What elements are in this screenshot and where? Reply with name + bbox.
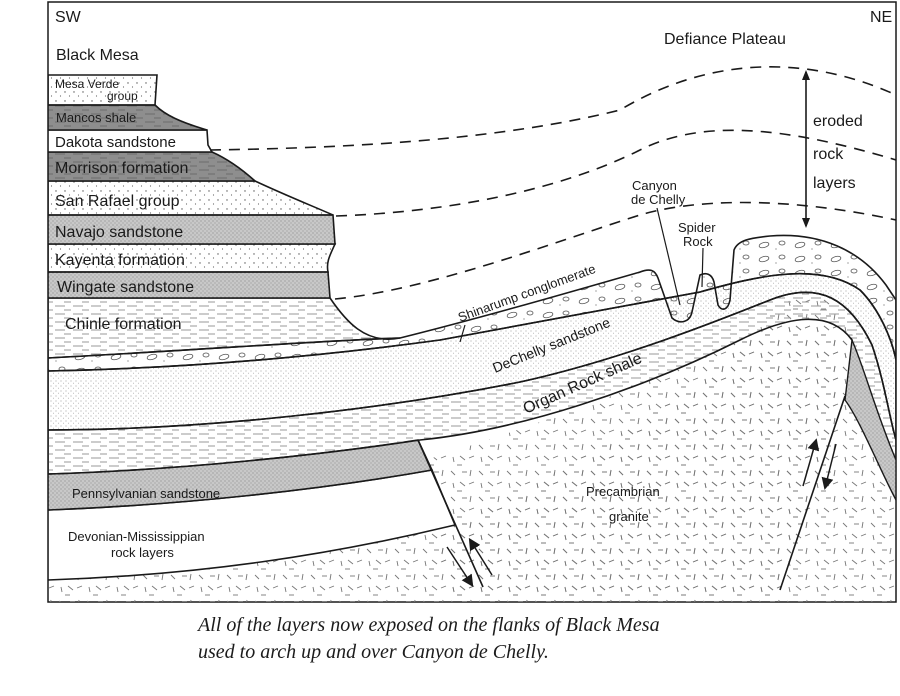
label-canyon-1: Canyon (632, 178, 677, 193)
eroded-contact-dakota (209, 66, 896, 151)
canyon-leader (656, 207, 681, 306)
label-black-mesa: Black Mesa (56, 47, 139, 64)
eroded-contact-navajo (335, 129, 896, 217)
label-san-rafael-group: San Rafael group (55, 193, 180, 210)
arrowhead-top (802, 70, 810, 80)
label-rock: rock (813, 146, 844, 163)
layer-chinle-formation (48, 297, 401, 359)
label-spider-1: Spider (678, 220, 716, 235)
eroded-contact-wingate (334, 201, 896, 300)
label-mesa-verde-2: group (107, 89, 138, 103)
fault-right-arrow-down (821, 443, 837, 490)
label-mancos-shale: Mancos shale (56, 110, 136, 125)
layer-precambrian-granite-main (420, 319, 852, 602)
direction-ne: NE (870, 9, 892, 26)
spider-rock-leader (701, 247, 704, 288)
label-morrison-formation: Morrison formation (55, 160, 188, 177)
fault-right (779, 395, 846, 591)
label-spider-2: Rock (683, 234, 713, 249)
label-canyon-2: de Chelly (631, 192, 686, 207)
fault-left-arrow-down (446, 546, 474, 588)
label-chinle-formation: Chinle formation (65, 316, 182, 333)
label-pennsylvanian-sandstone: Pennsylvanian sandstone (72, 486, 220, 501)
label-precambrian: Precambrian (586, 484, 660, 499)
label-layers: layers (813, 175, 856, 192)
label-devonian-mississippian-2: rock layers (111, 545, 174, 560)
layer-pennsylvanian-right-flank (844, 337, 896, 501)
figure-caption: All of the layers now exposed on the fla… (198, 612, 758, 666)
layer-san-rafael-group (48, 180, 334, 216)
layer-mesa-verde-group (48, 74, 158, 106)
geologic-cross-section: SW NE Black Mesa Defiance Plateau eroded… (47, 1, 897, 603)
shinarump-leader (459, 324, 466, 343)
caption-line-2: used to arch up and over Canyon de Chell… (198, 641, 549, 663)
fault-left-arrow-up (468, 537, 493, 576)
label-wingate-sandstone: Wingate sandstone (57, 279, 194, 296)
caption-line-1: All of the layers now exposed on the fla… (198, 614, 660, 636)
fault-left (417, 439, 484, 588)
label-mesa-verde-1: Mesa Verde (55, 77, 119, 91)
layer-shinarump-conglomerate (48, 234, 896, 372)
label-devonian-mississippian-1: Devonian-Mississippian (68, 529, 205, 544)
label-eroded: eroded (813, 113, 863, 130)
direction-sw: SW (55, 9, 82, 26)
arrowhead-bottom (802, 218, 810, 228)
label-kayenta-formation: Kayenta formation (55, 252, 185, 269)
label-dakota-sandstone: Dakota sandstone (55, 134, 176, 151)
label-defiance-plateau: Defiance Plateau (664, 31, 786, 48)
label-granite: granite (609, 509, 649, 524)
fault-right-arrow-up (802, 438, 820, 487)
label-navajo-sandstone: Navajo sandstone (55, 224, 183, 241)
